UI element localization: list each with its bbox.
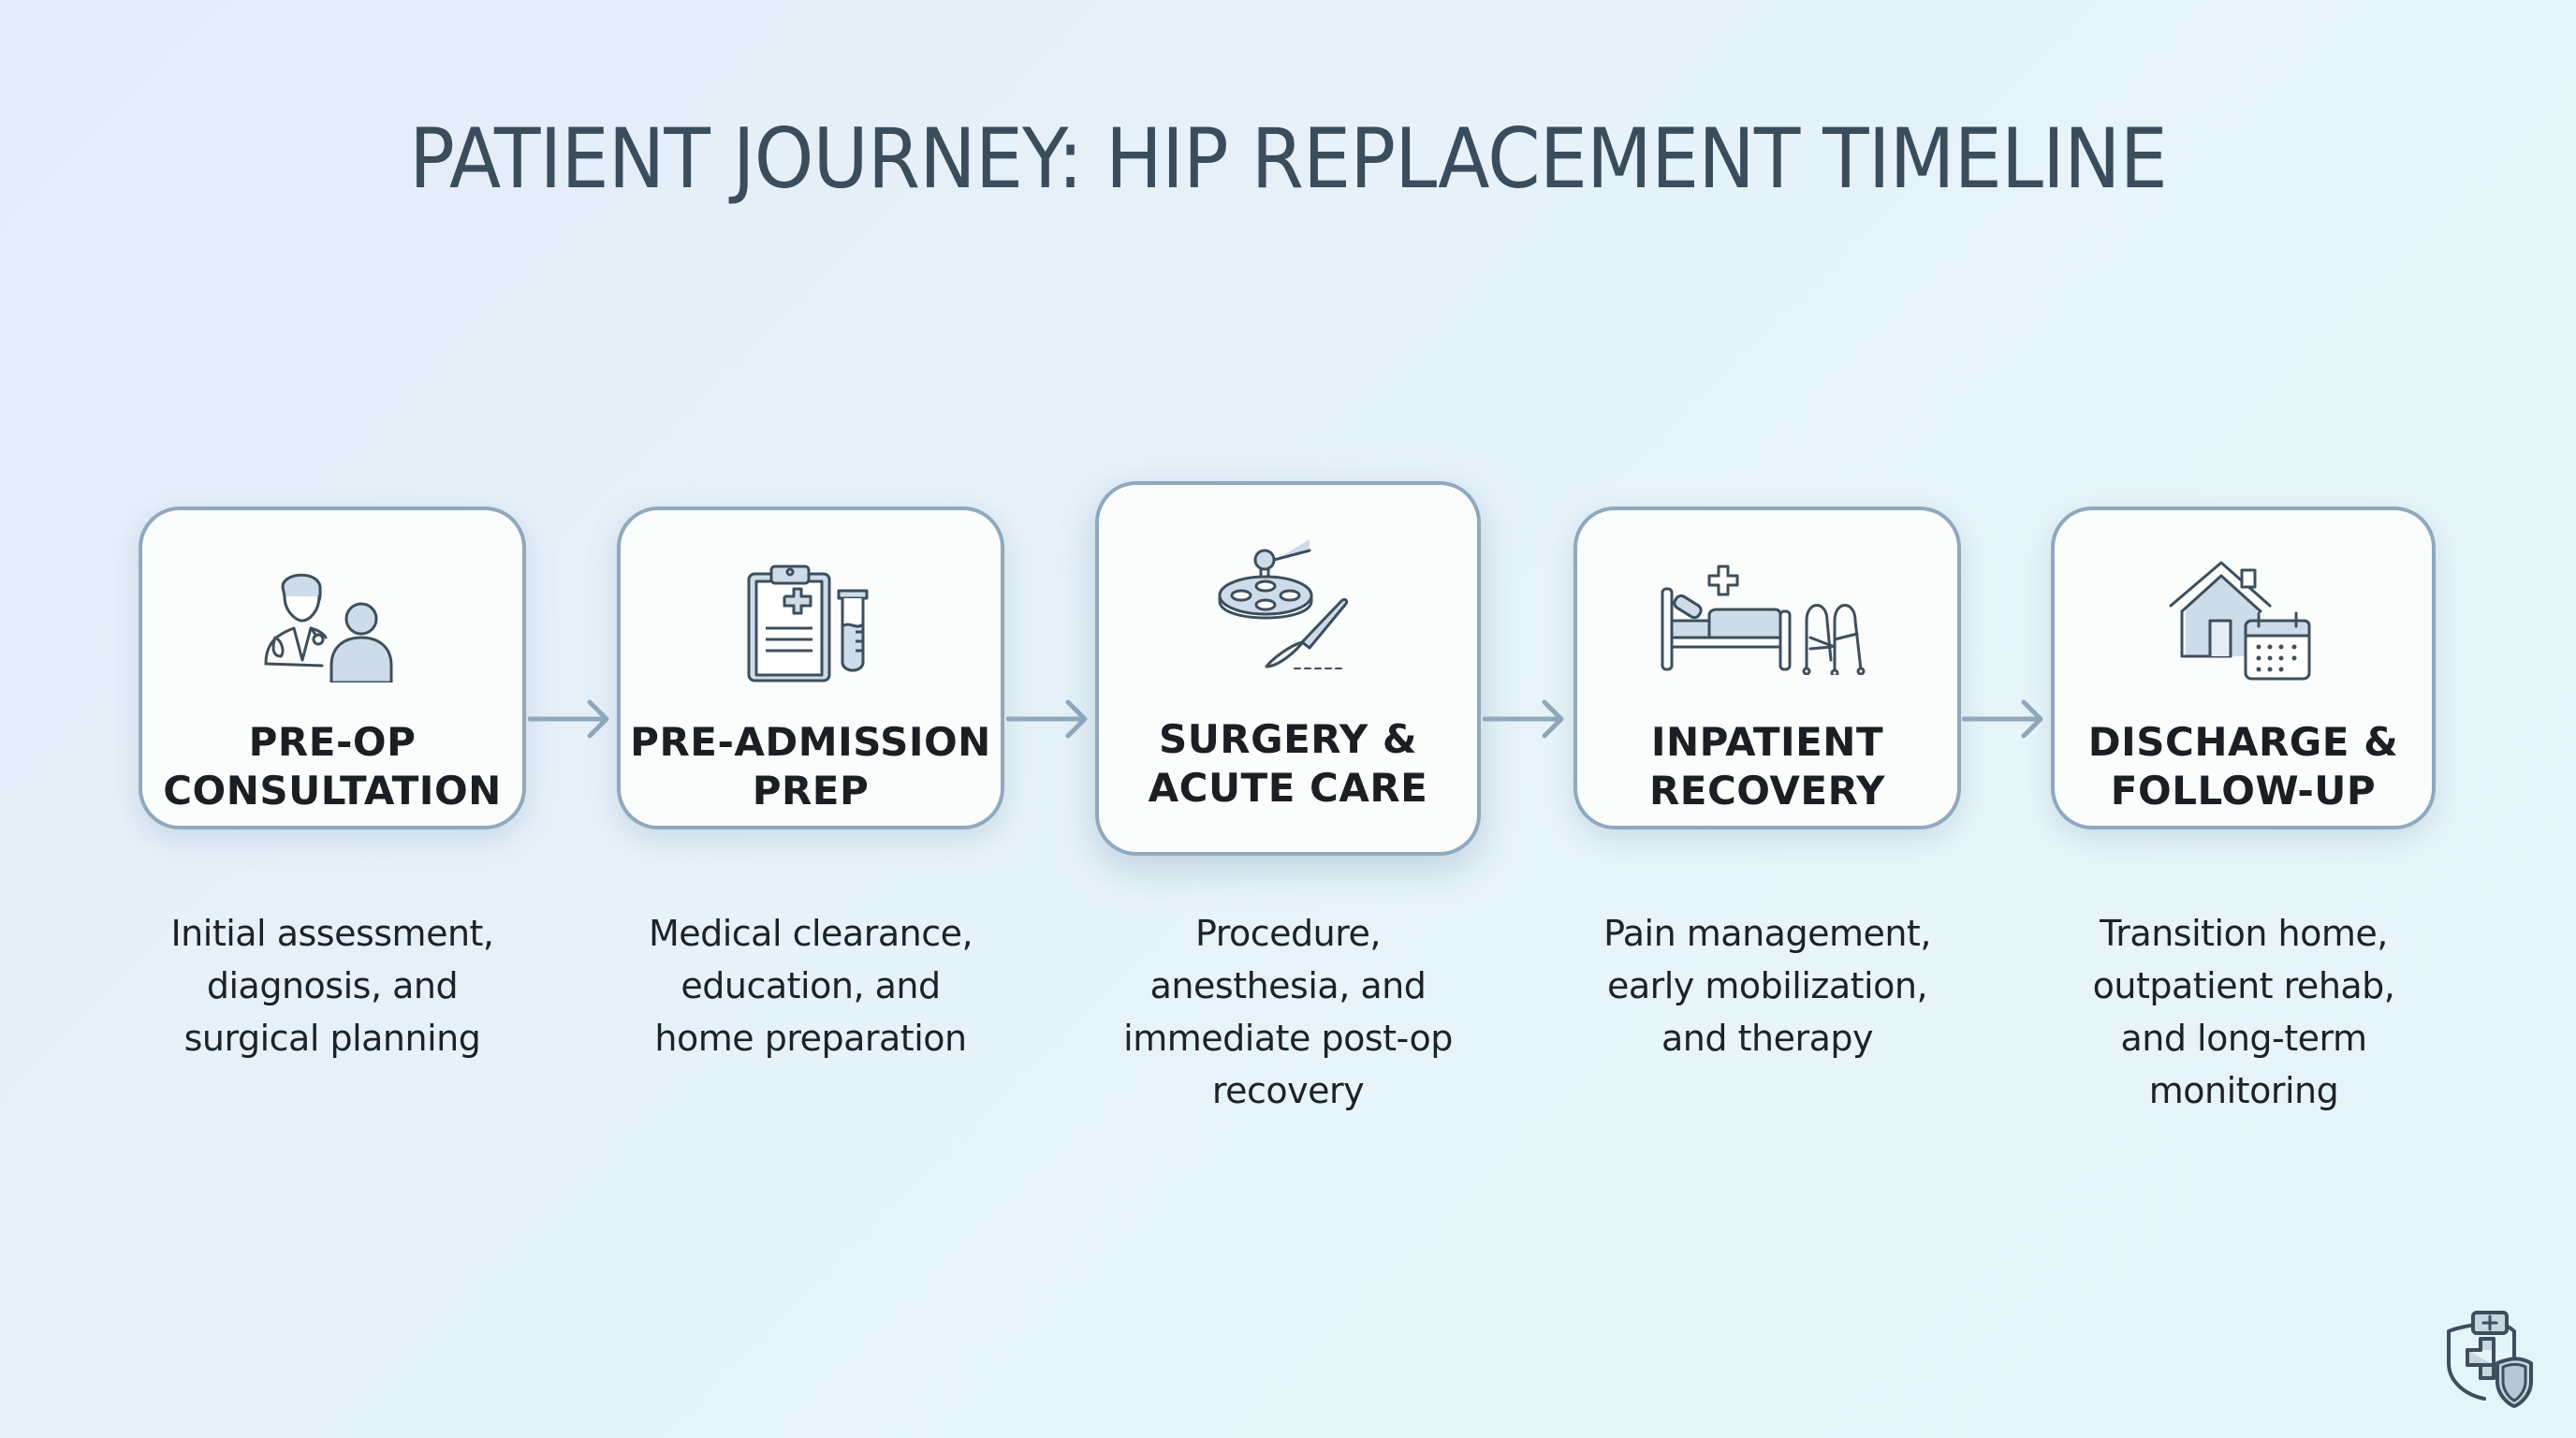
- stage-card-pre-op-consultation: PRE-OP CONSULTATION: [139, 506, 526, 829]
- stage-title: INPATIENT RECOVERY: [1648, 719, 1886, 814]
- stage-description: Initial assessment, diagnosis, and surgi…: [170, 913, 494, 1059]
- stage-title: PRE-OP CONSULTATION: [163, 719, 502, 814]
- medical-shield-logo-icon: [2441, 1307, 2539, 1414]
- arrow-right-icon: [1961, 698, 2048, 743]
- clipboard-test-tube-icon: [621, 561, 1001, 682]
- arrow-right-icon: [1005, 698, 1092, 743]
- stage-description: Pain management, early mobilization, and…: [1603, 913, 1931, 1059]
- arrow-right-icon: [1482, 698, 1569, 743]
- house-calendar-icon: [2055, 561, 2432, 682]
- stage-card-discharge-follow-up: DISCHARGE & FOLLOW-UP: [2051, 506, 2436, 829]
- stage-card-pre-admission-prep: PRE-ADMISSION PREP: [617, 506, 1004, 829]
- hospital-bed-walker-icon: [1577, 563, 1957, 675]
- stage-title: DISCHARGE & FOLLOW-UP: [2087, 719, 2399, 814]
- surgical-light-scalpel-icon: [1099, 539, 1477, 672]
- doctor-patient-icon: [142, 566, 522, 682]
- stage-card-inpatient-recovery: INPATIENT RECOVERY: [1573, 506, 1961, 829]
- stage-title: PRE-ADMISSION PREP: [630, 719, 991, 814]
- stage-title: SURGERY & ACUTE CARE: [1148, 716, 1428, 811]
- stage-description: Medical clearance, education, and home p…: [648, 913, 973, 1059]
- stage-card-surgery-acute-care: SURGERY & ACUTE CARE: [1095, 481, 1481, 856]
- stage-description: Procedure, anesthesia, and immediate pos…: [1123, 913, 1453, 1111]
- page-title: PATIENT JOURNEY: HIP REPLACEMENT TIMELIN…: [409, 110, 2168, 207]
- stage-description: Transition home, outpatient rehab, and l…: [2092, 913, 2395, 1111]
- arrow-right-icon: [527, 698, 614, 743]
